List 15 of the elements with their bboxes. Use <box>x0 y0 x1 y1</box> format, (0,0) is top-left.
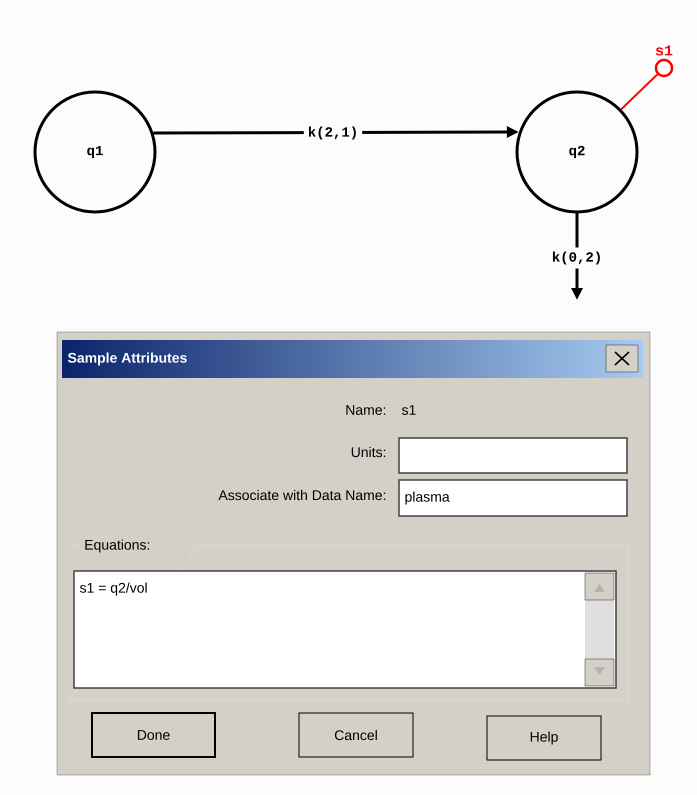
group-label: Equations: <box>85 539 150 553</box>
field-label: Associate with Data Name: <box>218 490 386 500</box>
edge-label: k(0,2) <box>548 247 606 269</box>
edge-label: k(2,1) <box>304 122 362 144</box>
field-label: Units: <box>352 446 386 458</box>
name-value: s1 <box>402 405 416 415</box>
button: Done <box>91 712 216 758</box>
button: Help <box>486 716 602 760</box>
node-label: s1 <box>656 46 672 56</box>
field-label: Name: <box>346 405 386 415</box>
text-area: s1 = q2/vol <box>73 570 617 689</box>
dialog-title: Sample Attributes <box>68 352 187 366</box>
button: Cancel <box>298 712 414 758</box>
input-field: plasma <box>398 479 628 517</box>
sample-point: s1 <box>654 46 674 78</box>
